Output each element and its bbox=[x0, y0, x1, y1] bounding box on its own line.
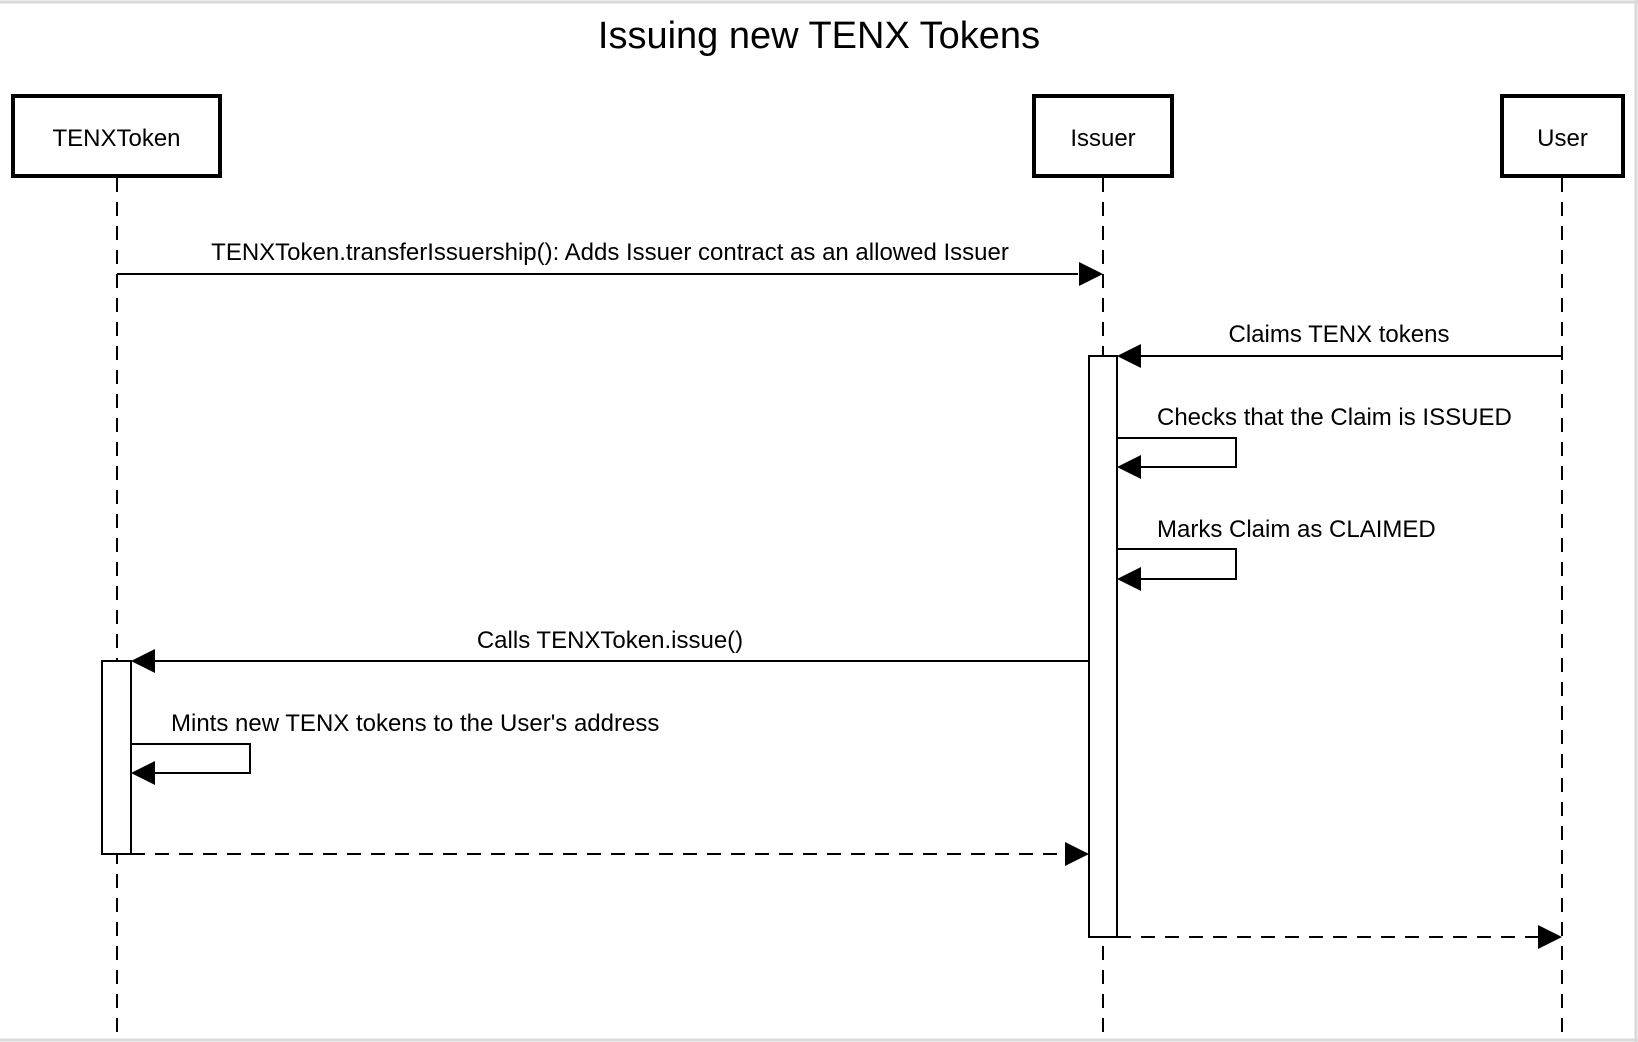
message-transfer-issuership: TENXToken.transferIssuership(): Adds Iss… bbox=[117, 239, 1103, 286]
message-label: TENXToken.transferIssuership(): Adds Iss… bbox=[211, 239, 1009, 266]
activation-bar-issuer bbox=[1088, 355, 1118, 938]
participant-box bbox=[1032, 94, 1174, 178]
diagram-title: Issuing new TENX Tokens bbox=[598, 15, 1040, 57]
arrowhead bbox=[131, 761, 155, 785]
message-mints-tokens: Mints new TENX tokens to the User's addr… bbox=[131, 710, 659, 785]
participant-box bbox=[11, 94, 222, 178]
arrowhead bbox=[1538, 925, 1562, 949]
message-line bbox=[1117, 548, 1237, 580]
message-line bbox=[131, 743, 251, 774]
participant-label: TENXToken bbox=[52, 125, 180, 152]
arrowhead bbox=[1117, 455, 1141, 479]
message-marks-claimed: Marks Claim as CLAIMED bbox=[1117, 516, 1436, 591]
arrowhead bbox=[1117, 567, 1141, 591]
message-label: Checks that the Claim is ISSUED bbox=[1157, 404, 1512, 431]
participant-label: User bbox=[1537, 125, 1588, 152]
activation-bar-tenxtoken bbox=[101, 660, 132, 855]
arrowhead bbox=[1079, 262, 1103, 286]
message-return-to-user bbox=[1117, 925, 1562, 949]
message-return-to-issuer bbox=[131, 842, 1089, 866]
message-calls-issue: Calls TENXToken.issue() bbox=[131, 627, 1089, 673]
participant-tenxtoken: TENXToken bbox=[11, 94, 222, 178]
message-claims-tokens: Claims TENX tokens bbox=[1117, 321, 1562, 368]
message-label: Calls TENXToken.issue() bbox=[477, 627, 743, 654]
message-checks-claim: Checks that the Claim is ISSUED bbox=[1117, 404, 1512, 479]
participant-user: User bbox=[1500, 94, 1625, 178]
arrowhead bbox=[1065, 842, 1089, 866]
arrowhead bbox=[131, 649, 155, 673]
participant-label: Issuer bbox=[1070, 125, 1135, 152]
message-label: Marks Claim as CLAIMED bbox=[1157, 516, 1436, 543]
arrowhead bbox=[1117, 344, 1141, 368]
message-label: Claims TENX tokens bbox=[1229, 321, 1450, 348]
message-label: Mints new TENX tokens to the User's addr… bbox=[171, 710, 659, 737]
participant-box bbox=[1500, 94, 1625, 178]
participant-issuer: Issuer bbox=[1032, 94, 1174, 178]
message-line bbox=[1117, 437, 1237, 468]
